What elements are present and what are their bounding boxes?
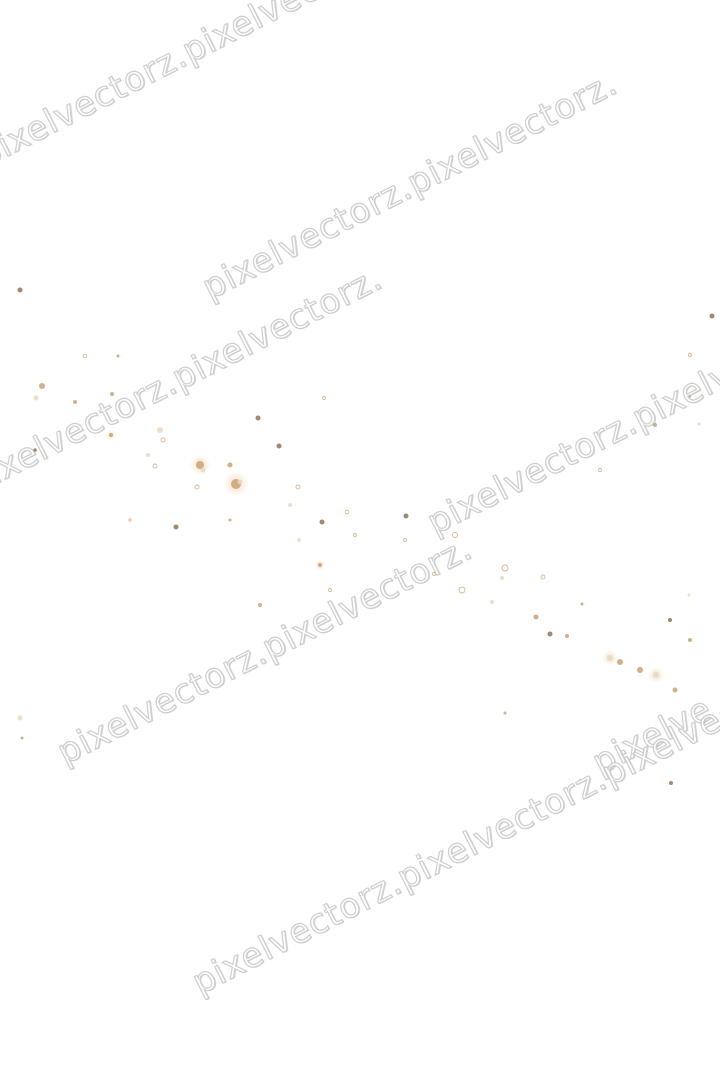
glitter-particle <box>110 392 114 396</box>
glitter-particle <box>157 427 163 433</box>
glitter-particle <box>288 503 292 507</box>
glitter-particle <box>607 655 613 661</box>
glitter-particle <box>458 586 466 594</box>
glitter-particle <box>697 422 701 426</box>
glitter-particle <box>518 488 522 492</box>
glitter-particle <box>200 467 206 473</box>
glitter-particle <box>33 395 39 401</box>
glitter-particle <box>318 563 322 567</box>
glitter-particle <box>319 519 325 525</box>
glitter-particle <box>20 736 24 740</box>
glitter-particle <box>709 313 715 319</box>
glitter-particle <box>344 509 350 515</box>
glitter-particle <box>578 778 582 782</box>
glitter-particle <box>501 564 509 572</box>
glitter-particle <box>452 532 458 538</box>
glitter-particle <box>128 518 132 522</box>
glitter-particle <box>17 715 23 721</box>
glitter-particle <box>276 443 282 449</box>
glitter-particle <box>547 631 553 637</box>
glitter-particle <box>490 600 494 604</box>
glitter-particle <box>116 354 120 358</box>
glitter-particle <box>403 538 407 542</box>
glitter-particle <box>653 423 657 427</box>
glitter-particle <box>668 618 672 622</box>
glitter-particle <box>194 484 200 490</box>
glitter-particle <box>228 518 232 522</box>
glitter-particle <box>432 572 436 576</box>
glitter-particle <box>540 574 546 580</box>
glitter-particle <box>237 479 243 485</box>
glitter-particle <box>653 672 659 678</box>
glitter-particle <box>637 667 643 673</box>
glitter-particle <box>617 659 623 665</box>
glitter-particle <box>39 383 45 389</box>
glitter-particle <box>295 484 301 490</box>
glitter-particle <box>687 593 691 597</box>
glitter-particle <box>227 462 233 468</box>
glitter-particle <box>565 634 569 638</box>
glitter-particle <box>322 396 326 400</box>
glitter-particle <box>152 463 158 469</box>
glitter-particle <box>688 353 692 357</box>
glitter-particle <box>73 400 77 404</box>
glitter-particle <box>258 603 262 607</box>
glitter-particle <box>687 394 691 398</box>
glitter-particle <box>503 711 507 715</box>
glitter-particle <box>109 433 113 437</box>
glitter-particle <box>82 353 88 359</box>
glitter-particle <box>160 437 166 443</box>
glitter-particle <box>669 781 673 785</box>
glitter-particle <box>580 602 584 606</box>
glitter-particle <box>533 614 539 620</box>
glitter-particle <box>173 524 179 530</box>
glitter-particle <box>353 533 357 537</box>
glitter-particle <box>17 287 23 293</box>
glitter-particle <box>500 576 504 580</box>
glitter-particle <box>328 588 332 592</box>
glitter-particle <box>403 513 409 519</box>
glitter-particle <box>255 415 261 421</box>
glitter-particle <box>297 538 301 542</box>
glitter-particle <box>196 461 204 469</box>
glitter-particle <box>688 638 692 642</box>
glitter-particle <box>33 448 37 452</box>
glitter-particle <box>672 687 678 693</box>
glitter-particle <box>146 453 150 457</box>
glitter-particle <box>598 468 602 472</box>
